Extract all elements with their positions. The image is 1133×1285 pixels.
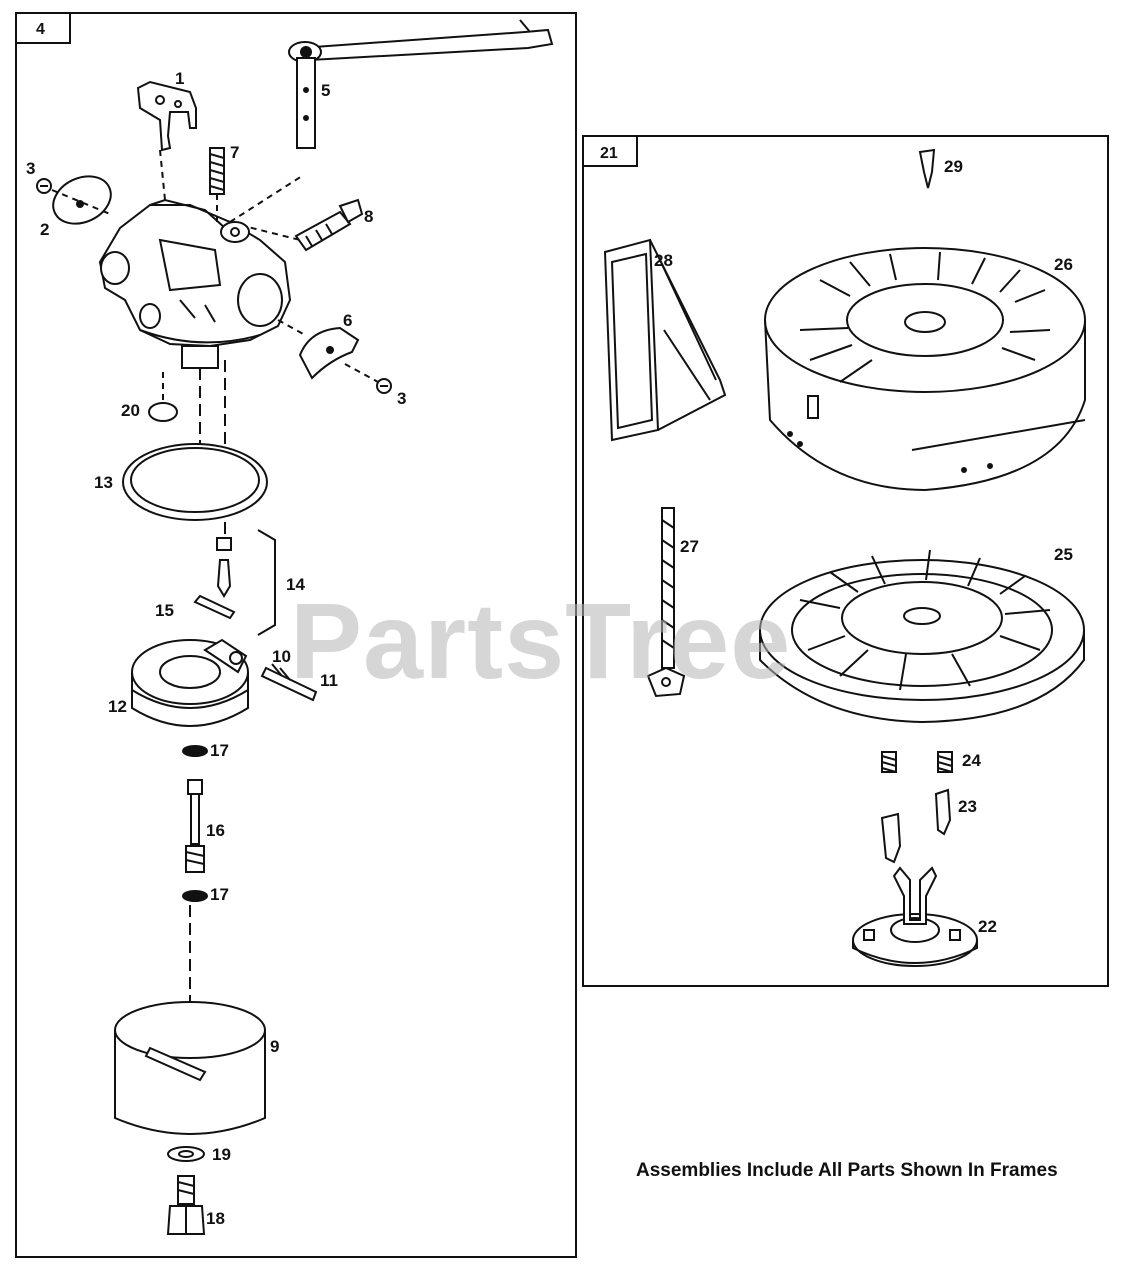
footer-note: Assemblies Include All Parts Shown In Fr… — [636, 1160, 1058, 1181]
frame-21-tag-box — [582, 135, 638, 167]
float-pin-part[interactable] — [260, 663, 318, 702]
part-label-23[interactable]: 23 — [958, 797, 977, 816]
part-label-12[interactable]: 12 — [108, 697, 127, 716]
part-label-17[interactable]: 17 — [210, 885, 229, 904]
starter-hub-part[interactable] — [852, 866, 978, 967]
part-label-27[interactable]: 27 — [680, 537, 699, 556]
frame-4-tag-box — [15, 12, 71, 44]
part-label-11[interactable]: 11 — [320, 671, 338, 690]
part-label-14[interactable]: 14 — [286, 575, 305, 594]
part-label-10[interactable]: 10 — [272, 647, 291, 666]
pin-part[interactable] — [918, 148, 936, 189]
throttle-shaft-part[interactable] — [288, 19, 554, 149]
spring-part[interactable] — [209, 147, 225, 195]
part-label-19[interactable]: 19 — [212, 1145, 231, 1164]
part-label-1[interactable]: 1 — [175, 69, 184, 88]
part-label-20[interactable]: 20 — [121, 401, 140, 420]
starter-pulley-part[interactable] — [759, 549, 1085, 724]
seal-part-bottom[interactable] — [182, 890, 208, 902]
blower-housing-part[interactable] — [764, 247, 1086, 492]
idle-screw-part[interactable] — [294, 198, 364, 252]
part-label-6[interactable]: 6 — [343, 311, 352, 330]
bracket-part[interactable] — [136, 80, 197, 152]
leader-line — [159, 149, 166, 201]
part-label-13[interactable]: 13 — [94, 473, 113, 492]
starter-rope-part[interactable] — [646, 507, 686, 698]
washer-part[interactable] — [167, 1146, 205, 1162]
part-label-15[interactable]: 15 — [155, 601, 174, 620]
part-label-16[interactable]: 16 — [206, 821, 225, 840]
part-label-29[interactable]: 29 — [944, 157, 963, 176]
part-label-26[interactable]: 26 — [1054, 255, 1073, 274]
frame-4-tag: 4 — [36, 21, 45, 38]
float-part[interactable] — [131, 638, 249, 727]
seal-part-top[interactable] — [182, 745, 208, 757]
part-label-24[interactable]: 24 — [962, 751, 981, 770]
part-label-25[interactable]: 25 — [1054, 545, 1073, 564]
part-label-8[interactable]: 8 — [364, 207, 373, 226]
part-label-9[interactable]: 9 — [270, 1037, 279, 1056]
part-label-17[interactable]: 17 — [210, 741, 229, 760]
air-filter-part[interactable] — [603, 238, 727, 442]
gasket-ring-part[interactable] — [122, 443, 268, 521]
group-bracket-14 — [257, 529, 276, 636]
frame-21-tag: 21 — [600, 145, 618, 162]
part-label-7[interactable]: 7 — [230, 143, 239, 162]
part-label-3[interactable]: 3 — [397, 389, 406, 408]
part-label-5[interactable]: 5 — [321, 81, 330, 100]
choke-plate-part[interactable] — [46, 167, 119, 232]
part-label-2[interactable]: 2 — [40, 220, 49, 239]
screw-part-top[interactable] — [36, 178, 52, 194]
hinge-pin-part[interactable] — [193, 594, 236, 620]
part-label-22[interactable]: 22 — [978, 917, 997, 936]
pawl-spring-part[interactable] — [881, 751, 953, 773]
watermark: PartsTree — [290, 580, 792, 701]
main-jet-part[interactable] — [185, 779, 205, 873]
screw-part-right[interactable] — [376, 378, 392, 394]
throttle-plate-part[interactable] — [298, 326, 360, 380]
pawl-part[interactable] — [880, 788, 952, 864]
part-label-28[interactable]: 28 — [654, 251, 673, 270]
part-label-3[interactable]: 3 — [26, 159, 35, 178]
leader-line — [277, 319, 306, 336]
frame-21-border — [582, 135, 1109, 987]
carburetor-body-part[interactable] — [98, 198, 292, 369]
leader-line — [344, 363, 379, 383]
bowl-nut-part[interactable] — [166, 1175, 206, 1235]
leader-line — [229, 175, 303, 223]
plug-part[interactable] — [148, 402, 178, 422]
needle-part[interactable] — [216, 537, 232, 598]
part-label-18[interactable]: 18 — [206, 1209, 225, 1228]
float-bowl-part[interactable] — [114, 1001, 266, 1135]
frame-4-border — [15, 12, 577, 1258]
